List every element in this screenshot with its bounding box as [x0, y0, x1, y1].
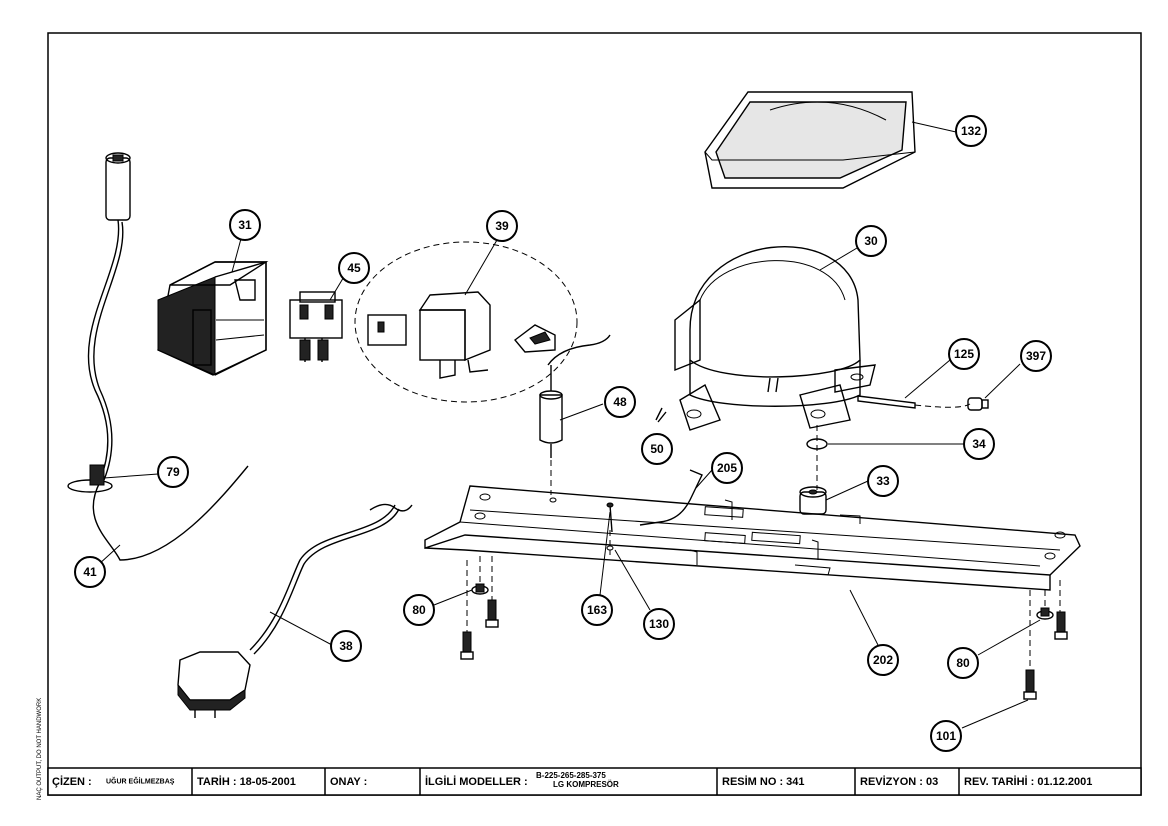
part-163-screw	[606, 502, 614, 533]
svg-text:132: 132	[961, 124, 981, 138]
svg-text:38: 38	[339, 639, 353, 653]
callout-45: 45	[338, 252, 370, 284]
part-38-cable-box	[177, 503, 413, 718]
callout-132: 132	[955, 115, 987, 147]
callout-41: 41	[74, 556, 106, 588]
part-45-relay	[289, 291, 343, 362]
part-33-grommet	[799, 486, 827, 515]
tb-resim-no: RESİM NO : 341	[722, 775, 805, 788]
svg-text:80: 80	[956, 656, 970, 670]
callout-130: 130	[643, 608, 675, 640]
tb-cizen-value: UĞUR EĞİLMEZBAŞ	[106, 777, 175, 786]
part-132-tray	[704, 91, 916, 189]
part-397-cap	[967, 397, 989, 411]
part-80-right-nut	[1036, 607, 1054, 620]
part-30-compressor	[674, 246, 876, 431]
tb-tarih: TARİH : 18-05-2001	[197, 775, 296, 788]
tb-rev-tarihi: REV. TARİHİ : 01.12.2001	[964, 775, 1092, 788]
svg-text:397: 397	[1026, 349, 1046, 363]
svg-text:205: 205	[717, 461, 737, 475]
tb-onay: ONAY :	[330, 776, 367, 788]
drawing-frame	[47, 32, 1142, 796]
part-202-base-plate	[424, 485, 1081, 591]
side-note: NAÇ OUTPUT, DO NOT HANDWORK	[37, 697, 43, 800]
svg-text:48: 48	[613, 395, 627, 409]
tb-modeller-label: İLGİLİ MODELLER :	[425, 775, 528, 788]
part-205-wire	[639, 469, 703, 526]
callout-79: 79	[157, 456, 189, 488]
part-41-power-cable	[87, 152, 249, 561]
svg-text:39: 39	[495, 219, 509, 233]
tb-cizen-label: ÇİZEN :	[52, 775, 92, 788]
svg-text:34: 34	[972, 437, 986, 451]
callout-34: 34	[963, 428, 995, 460]
part-130-washer	[606, 545, 614, 551]
svg-text:33: 33	[876, 474, 890, 488]
callout-125: 125	[948, 338, 980, 370]
svg-text:31: 31	[238, 218, 252, 232]
part-screw-right-a	[1054, 611, 1068, 640]
callout-101: 101	[930, 720, 962, 752]
tb-revizyon: REVİZYON : 03	[860, 775, 938, 788]
svg-text:30: 30	[864, 234, 878, 248]
svg-text:202: 202	[873, 653, 893, 667]
svg-text:79: 79	[166, 465, 180, 479]
callout-50: 50	[641, 433, 673, 465]
svg-text:125: 125	[954, 347, 974, 361]
callout-163: 163	[581, 594, 613, 626]
svg-text:163: 163	[587, 603, 607, 617]
callout-205: 205	[711, 452, 743, 484]
part-50-screw	[655, 407, 667, 423]
callout-202: 202	[867, 644, 899, 676]
part-screw-left-b	[460, 631, 474, 660]
callout-80-right: 80	[947, 647, 979, 679]
callout-33: 33	[867, 465, 899, 497]
svg-text:50: 50	[650, 442, 664, 456]
part-79-grommet	[67, 464, 113, 493]
part-125-pipe	[857, 395, 916, 409]
callout-39: 39	[486, 210, 518, 242]
callout-30: 30	[855, 225, 887, 257]
part-screw-left-a	[485, 599, 499, 628]
svg-text:80: 80	[412, 603, 426, 617]
callout-48: 48	[604, 386, 636, 418]
tb-modeller-line2: LG KOMPRESÖR	[553, 780, 619, 789]
callout-397: 397	[1020, 340, 1052, 372]
callout-80-left: 80	[403, 594, 435, 626]
callout-38: 38	[330, 630, 362, 662]
title-block: ÇİZEN : UĞUR EĞİLMEZBAŞ TARİH : 18-05-20…	[47, 767, 1142, 796]
part-31-cover	[157, 261, 269, 376]
callout-31: 31	[229, 209, 261, 241]
svg-text:130: 130	[649, 617, 669, 631]
svg-text:101: 101	[936, 729, 956, 743]
tb-modeller-line1: B-225-265-285-375	[536, 771, 606, 780]
svg-text:45: 45	[347, 261, 361, 275]
part-39-relay-kit	[367, 291, 556, 379]
svg-text:41: 41	[83, 565, 97, 579]
part-80-left-nut	[471, 583, 489, 595]
part-101-screw	[1023, 669, 1037, 700]
part-48-capacitor	[539, 334, 611, 458]
